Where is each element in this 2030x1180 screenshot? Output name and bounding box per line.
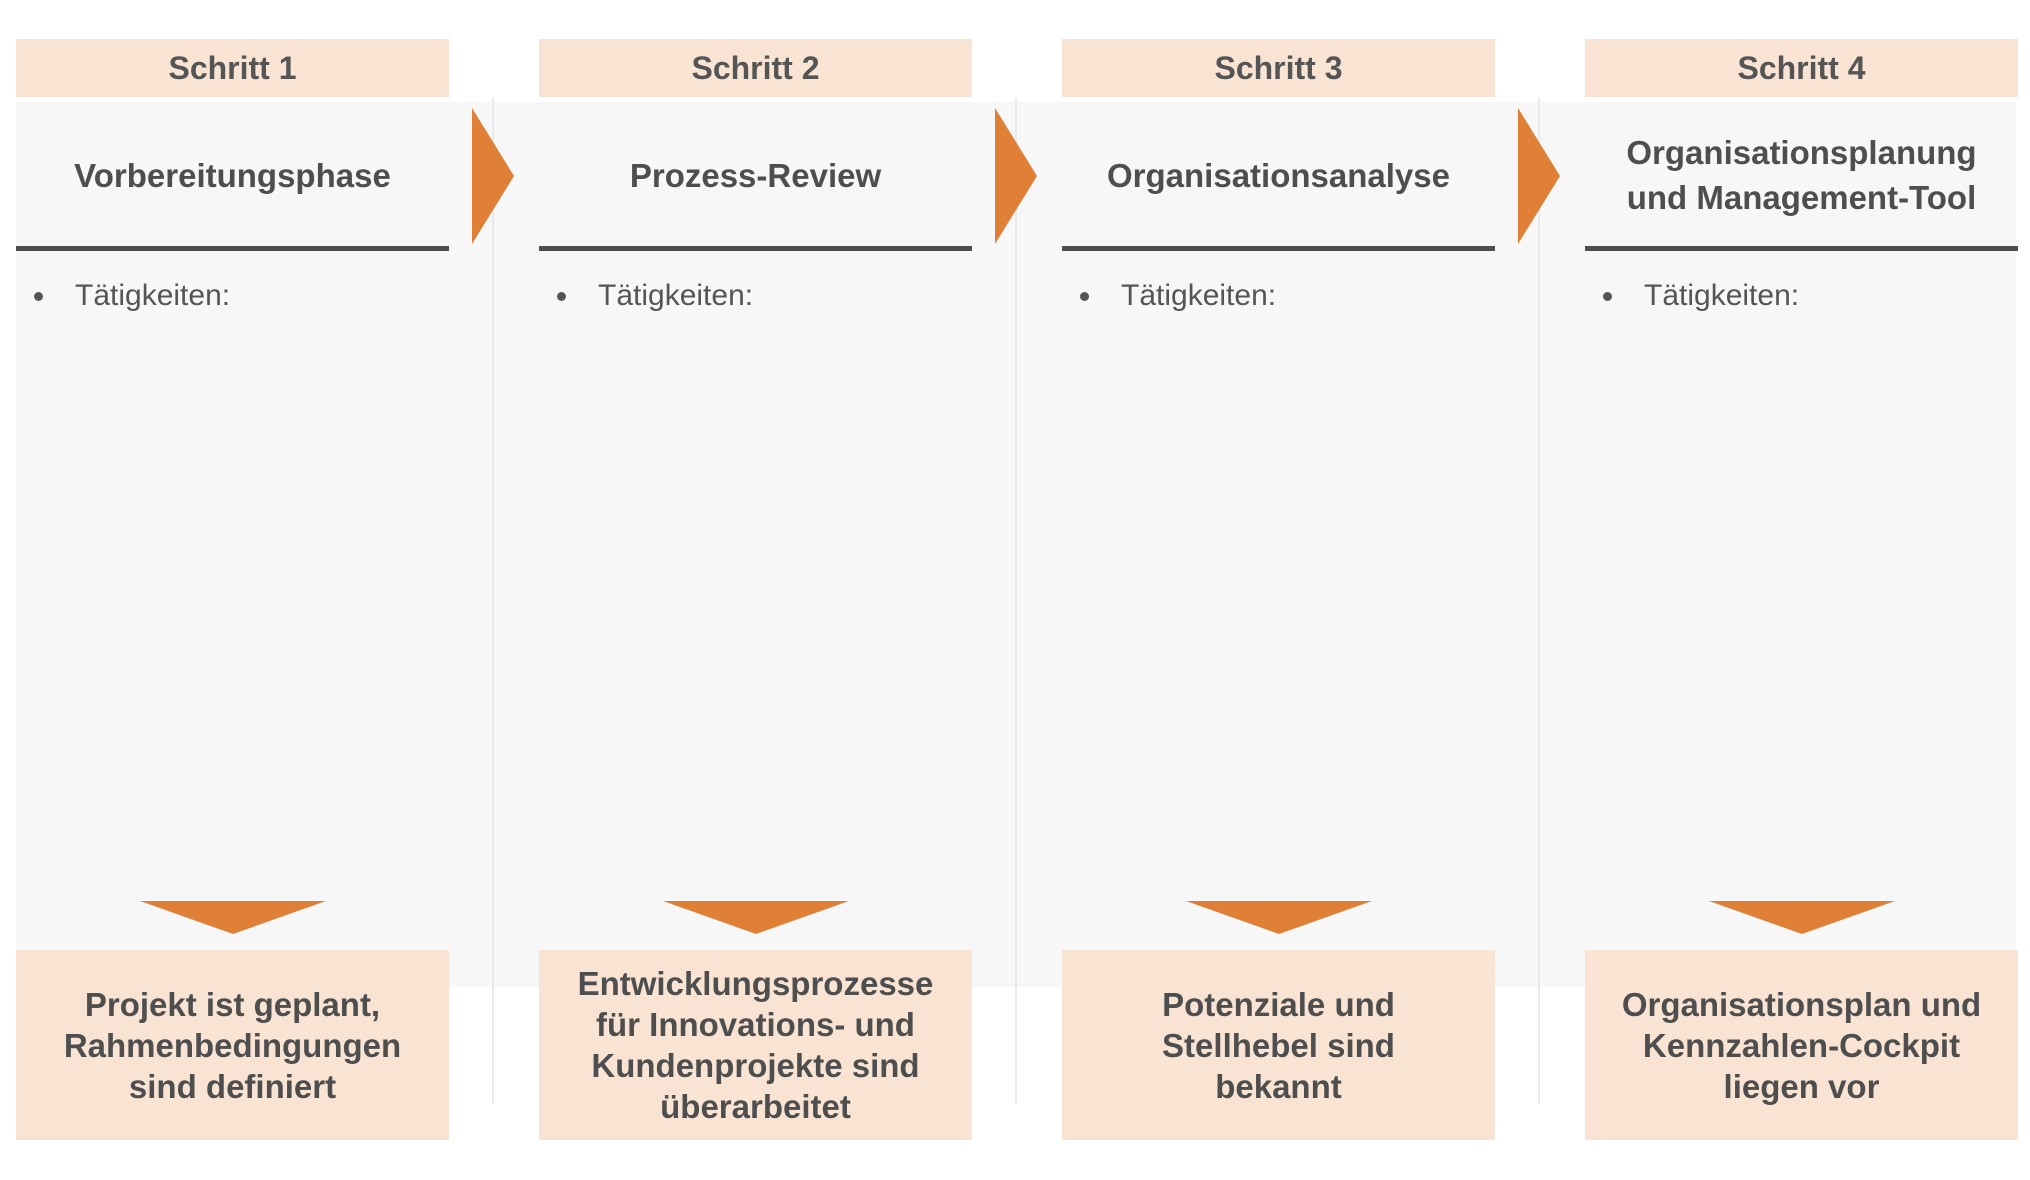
step-column-4: Schritt 4 Organisationsplanung und Manag… (1585, 0, 2018, 1180)
phase-title: Prozess-Review (629, 156, 882, 194)
activities-label: Tätigkeiten: (75, 279, 231, 312)
bullet-dot-icon (557, 291, 566, 301)
column-divider-3 (1538, 98, 1540, 1103)
column-divider-1 (492, 98, 494, 1103)
step-label: Schritt 4 (1585, 39, 2018, 97)
activities-bullet: Tätigkeiten: (557, 278, 753, 314)
activities-bullet: Tätigkeiten: (1603, 278, 1799, 314)
phase-title: Organisationsplanung und Management-Tool (1626, 134, 1977, 216)
down-arrow-icon (1585, 901, 2018, 934)
down-arrow-icon (1062, 901, 1495, 934)
step-column-3: Schritt 3 Organisationsanalyse Tätigkeit… (1062, 0, 1495, 1180)
result-box: Potenziale und Stellhebel sind bekannt (1062, 950, 1495, 1140)
result-box: Entwicklungsprozesse für Innovations- un… (539, 950, 972, 1140)
right-arrow-icon (1518, 108, 1560, 249)
activities-label: Tätigkeiten: (598, 279, 754, 312)
phase-divider-line (16, 246, 449, 251)
column-divider-2 (1015, 98, 1017, 1103)
right-arrow-icon (995, 108, 1037, 249)
phase-title: Organisationsanalyse (1107, 156, 1450, 194)
activities-label: Tätigkeiten: (1644, 279, 1800, 312)
result-box: Organisationsplan und Kennzahlen-Cockpit… (1585, 950, 2018, 1140)
bullet-dot-icon (1603, 291, 1612, 301)
step-column-2: Schritt 2 Prozess-Review Tätigkeiten: En… (539, 0, 972, 1180)
step-label: Schritt 1 (16, 39, 449, 97)
activities-bullet: Tätigkeiten: (1080, 278, 1276, 314)
right-arrow-icon (472, 108, 514, 249)
result-box: Projekt ist geplant, Rahmenbedingungen s… (16, 950, 449, 1140)
bullet-dot-icon (34, 291, 43, 301)
down-arrow-icon (539, 901, 972, 934)
step-label: Schritt 2 (539, 39, 972, 97)
step-column-1: Schritt 1 Vorbereitungsphase Tätigkeiten… (16, 0, 449, 1180)
activities-label: Tätigkeiten: (1121, 279, 1277, 312)
phase-divider-line (1062, 246, 1495, 251)
phase-divider-line (1585, 246, 2018, 251)
phase-title: Vorbereitungsphase (74, 156, 391, 194)
step-label: Schritt 3 (1062, 39, 1495, 97)
activities-bullet: Tätigkeiten: (34, 278, 230, 314)
bullet-dot-icon (1080, 291, 1089, 301)
phase-divider-line (539, 246, 972, 251)
down-arrow-icon (16, 901, 449, 934)
